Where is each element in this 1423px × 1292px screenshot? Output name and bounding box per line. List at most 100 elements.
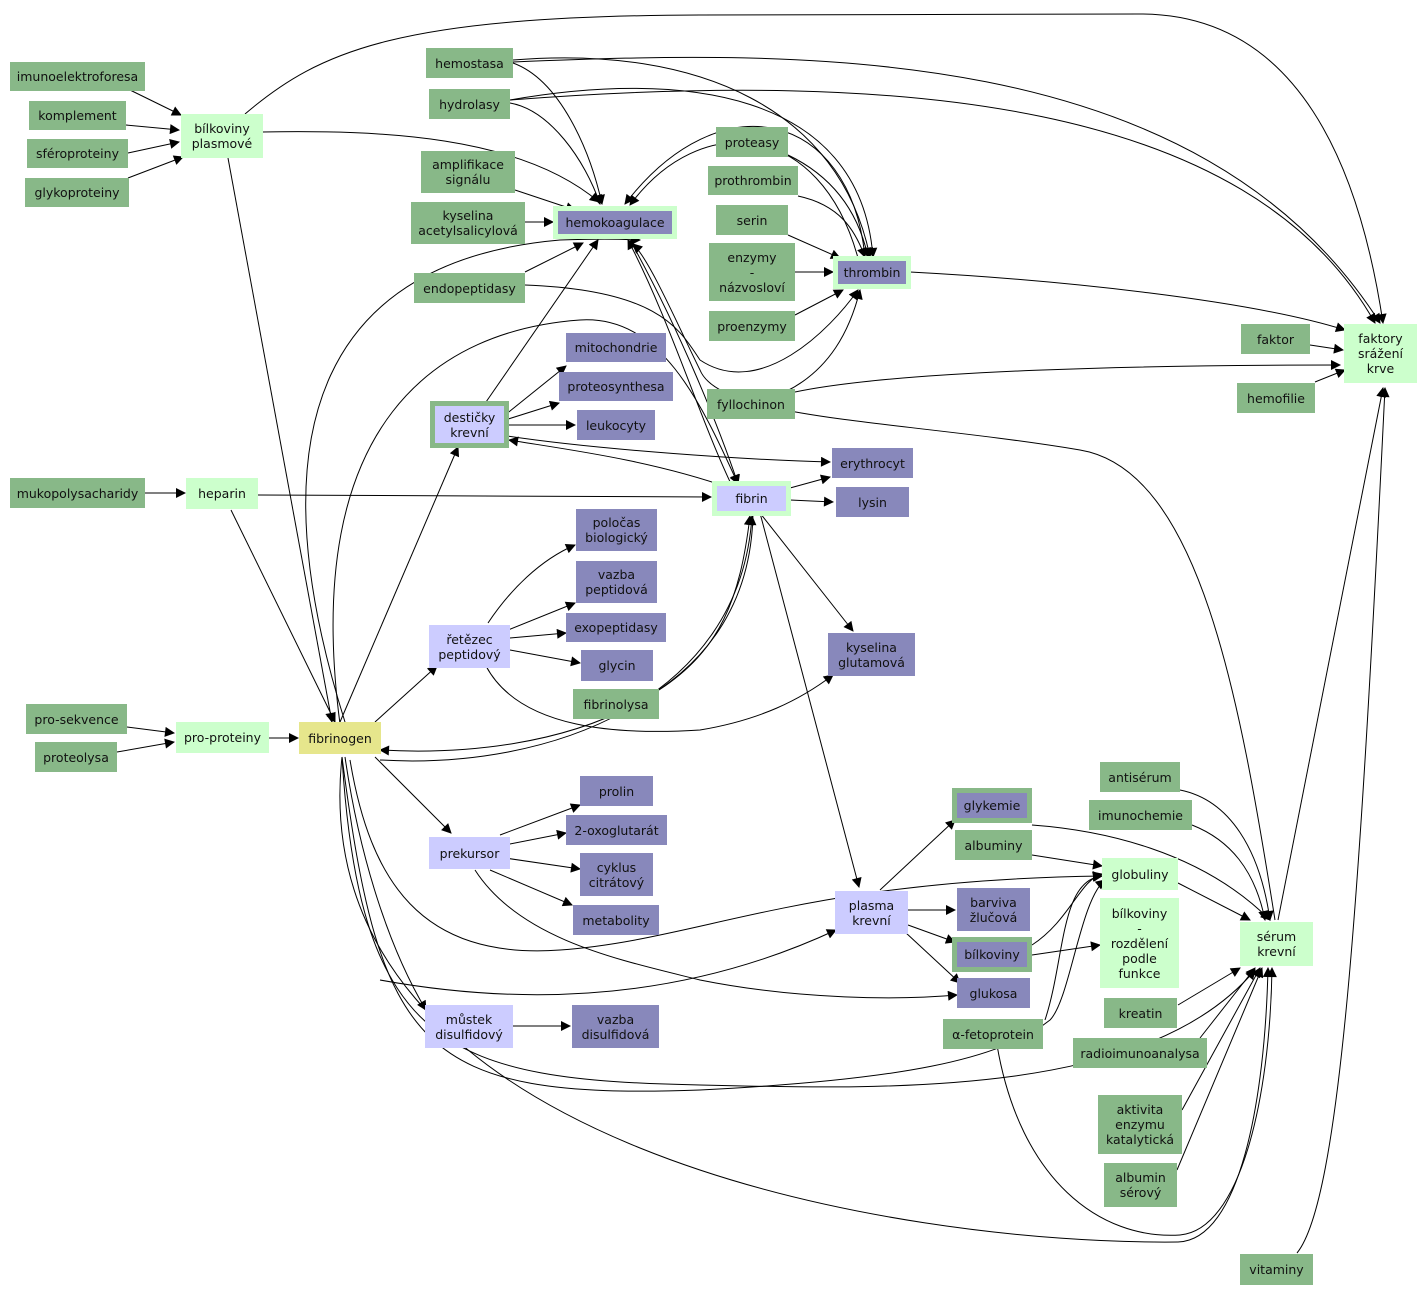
node-albumin-serovy[interactable]: albumin sérový — [1104, 1163, 1177, 1207]
node-prothrombin[interactable]: prothrombin — [708, 166, 798, 195]
node-hemofilie[interactable]: hemofilie — [1237, 383, 1315, 413]
node-serum-krevni[interactable]: sérum krevní — [1240, 922, 1313, 966]
node-retezec-peptidovy[interactable]: řetězec peptidový — [429, 625, 510, 668]
node-hemokoagulace[interactable]: hemokoagulace — [553, 206, 677, 239]
node-exopeptidasy[interactable]: exopeptidasy — [566, 613, 666, 642]
node-bilkoviny-rozdeleni[interactable]: bílkoviny - rozdělení podle funkce — [1100, 898, 1179, 988]
edge — [244, 13, 1387, 324]
node-kreatin[interactable]: kreatin — [1104, 998, 1177, 1028]
node-serin[interactable]: serin — [716, 205, 788, 235]
edge — [509, 649, 581, 667]
node-hemostasa[interactable]: hemostasa — [426, 48, 513, 78]
node-amplifikace-signalu[interactable]: amplifikace signálu — [421, 151, 515, 193]
node-bilkoviny-plasmove[interactable]: bílkoviny plasmové — [181, 114, 263, 158]
node-polocas-biologicky[interactable]: poločas biologický — [576, 509, 657, 551]
node-glykemie[interactable]: glykemie — [952, 788, 1032, 823]
node-label: poločas biologický — [585, 515, 648, 545]
node-proteolysa[interactable]: proteolysa — [35, 742, 117, 772]
node-leukocyty[interactable]: leukocyty — [577, 410, 655, 440]
node-vazba-disulfidova[interactable]: vazba disulfidová — [572, 1005, 659, 1048]
node-label: faktory srážení krve — [1358, 331, 1403, 376]
node-label: cyklus citrátový — [588, 859, 645, 890]
edge — [629, 142, 859, 259]
node-label: exopeptidasy — [574, 620, 658, 635]
node-faktor[interactable]: faktor — [1241, 324, 1310, 354]
node-mukopolysacharidy[interactable]: mukopolysacharidy — [10, 478, 145, 508]
node-glykoproteiny[interactable]: glykoproteiny — [25, 178, 129, 207]
edge — [787, 234, 841, 259]
node-label: pro-proteiny — [183, 730, 262, 745]
node-mitochondrie[interactable]: mitochondrie — [566, 333, 666, 362]
node-mustek-disulfidovy[interactable]: můstek disulfidový — [425, 1005, 513, 1048]
node-label: fibrinolysa — [583, 696, 649, 712]
node-proteosynthesa[interactable]: proteosynthesa — [559, 372, 673, 401]
node-kyselina-acetylsalicylova[interactable]: kyselina acetylsalicylová — [411, 202, 525, 244]
node-label: mukopolysacharidy — [16, 485, 139, 501]
node-sferoproteiny[interactable]: sféroproteiny — [27, 139, 128, 168]
node-erythrocyt[interactable]: erythrocyt — [832, 448, 913, 478]
node-proteasy[interactable]: proteasy — [716, 127, 788, 157]
node-oxoglutarat[interactable]: 2-oxoglutarát — [566, 815, 667, 845]
node-pro-sekvence[interactable]: pro-sekvence — [26, 704, 127, 734]
node-hydrolasy[interactable]: hydrolasy — [429, 89, 510, 119]
edge — [1277, 387, 1387, 921]
node-lysin[interactable]: lysin — [836, 487, 909, 517]
node-faktory-srazeni-krve[interactable]: faktory srážení krve — [1344, 324, 1417, 383]
node-label: pro-sekvence — [34, 711, 119, 727]
edge — [332, 319, 739, 725]
node-cyklus-citratovy[interactable]: cyklus citrátový — [580, 853, 653, 896]
edge — [904, 931, 961, 984]
node-bilkoviny[interactable]: bílkoviny — [952, 937, 1032, 972]
edge — [508, 436, 731, 489]
node-label: můstek disulfidový — [435, 1011, 503, 1042]
edge — [227, 157, 336, 723]
node-barviva-zlucova[interactable]: barviva žlučová — [957, 888, 1030, 931]
node-desticky-krevni[interactable]: destičky krevní — [430, 401, 509, 448]
node-label: albumin sérový — [1115, 1170, 1166, 1200]
node-label: fibrinogen — [308, 730, 372, 746]
node-imunoelektroforesa[interactable]: imunoelektroforesa — [10, 62, 145, 91]
node-komplement[interactable]: komplement — [29, 101, 126, 130]
node-aktivita-enzymu[interactable]: aktivita enzymu katalytická — [1098, 1095, 1182, 1154]
node-imunochemie[interactable]: imunochemie — [1089, 800, 1192, 830]
node-label: sérum krevní — [1256, 929, 1297, 959]
edge — [794, 289, 844, 316]
node-label: proteolysa — [43, 749, 109, 765]
node-label: vazba peptidová — [585, 567, 648, 597]
edge — [506, 435, 831, 467]
node-antiserum[interactable]: antisérum — [1100, 762, 1180, 792]
node-glukosa[interactable]: glukosa — [957, 978, 1030, 1008]
node-globuliny[interactable]: globuliny — [1102, 858, 1178, 890]
node-pro-proteiny[interactable]: pro-proteiny — [176, 722, 269, 753]
edge — [789, 474, 831, 489]
node-fibrinogen[interactable]: fibrinogen — [299, 722, 381, 754]
node-fetoprotein[interactable]: α-fetoprotein — [943, 1019, 1043, 1049]
node-prolin[interactable]: prolin — [580, 776, 653, 806]
node-radioimunoanalysa[interactable]: radioimunoanalysa — [1073, 1038, 1207, 1068]
node-plasma-krevni[interactable]: plasma krevní — [835, 891, 908, 934]
node-vitaminy[interactable]: vitaminy — [1240, 1254, 1313, 1285]
node-fibrin[interactable]: fibrin — [712, 481, 791, 516]
node-albuminy[interactable]: albuminy — [955, 830, 1032, 860]
node-proenzymy[interactable]: proenzymy — [709, 311, 795, 341]
edge — [797, 195, 867, 258]
node-label: lysin — [858, 494, 887, 510]
node-endopeptidasy[interactable]: endopeptidasy — [414, 273, 525, 303]
node-enzymy-nazvoslovi[interactable]: enzymy - názvosloví — [709, 243, 795, 301]
edge — [504, 365, 567, 416]
node-glycin[interactable]: glycin — [581, 650, 653, 681]
node-heparin[interactable]: heparin — [186, 478, 258, 509]
node-label: aktivita enzymu katalytická — [1105, 1102, 1175, 1147]
node-fibrinolysa[interactable]: fibrinolysa — [573, 689, 659, 719]
node-label: bílkoviny — [957, 942, 1027, 967]
node-metabolity[interactable]: metabolity — [573, 905, 659, 935]
node-fyllochinon[interactable]: fyllochinon — [707, 389, 795, 419]
node-label: vazba disulfidová — [581, 1011, 650, 1042]
node-thrombin[interactable]: thrombin — [833, 256, 911, 289]
node-label: řetězec peptidový — [438, 631, 501, 662]
node-label: hemofilie — [1247, 390, 1305, 406]
node-vazba-peptidova[interactable]: vazba peptidová — [576, 561, 657, 603]
node-prekursor[interactable]: prekursor — [429, 837, 510, 869]
node-label: vitaminy — [1249, 1262, 1304, 1277]
node-kyselina-glutamova[interactable]: kyselina glutamová — [828, 633, 915, 676]
